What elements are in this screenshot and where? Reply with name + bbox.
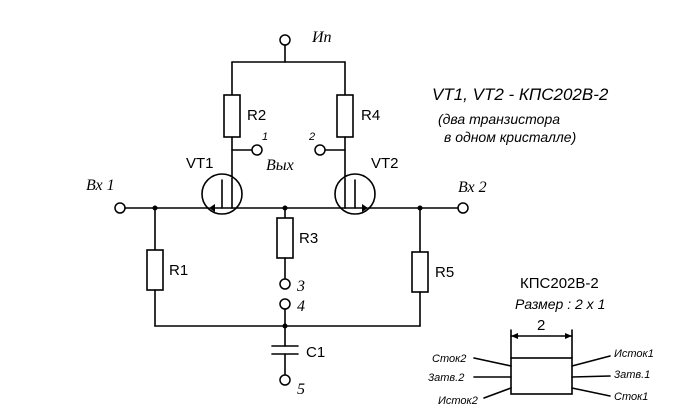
power-terminal xyxy=(279,34,291,46)
node-5-terminal xyxy=(279,374,291,386)
note-line-2: (два транзистора xyxy=(438,111,560,127)
resistor-r5: R5 xyxy=(411,207,454,327)
vt1-label: VT1 xyxy=(186,155,214,172)
r3-label: R3 xyxy=(299,230,318,247)
capacitor-c1: C1 xyxy=(271,325,325,376)
resistor-r4: R4 xyxy=(336,94,380,138)
node-5-label: 5 xyxy=(297,381,305,398)
output-pin-2: 2 xyxy=(308,131,315,143)
note-line-1: VT1, VT2 - КПС202В-2 xyxy=(432,85,609,104)
input-label-2: Вх 2 xyxy=(458,179,487,196)
input-terminal-2 xyxy=(457,202,469,214)
input-terminal-1 xyxy=(114,202,126,214)
c1-label: C1 xyxy=(306,344,325,361)
r2-label: R2 xyxy=(247,107,266,124)
output-label: Вых xyxy=(266,157,294,174)
node-3-label: 3 xyxy=(296,278,305,295)
pin-left-top: Сток2 xyxy=(432,353,466,365)
r4-label: R4 xyxy=(361,107,380,124)
transistor-note: VT1, VT2 - КПС202В-2 (два транзистора в … xyxy=(432,85,609,145)
node-3-terminal xyxy=(279,278,291,290)
package-dim: 2 xyxy=(537,317,545,334)
package-body xyxy=(510,357,573,395)
package-size: Размер : 2 х 1 xyxy=(515,296,605,312)
pin-right-top: Исток1 xyxy=(614,348,654,360)
package-title: КПС202В-2 xyxy=(520,275,599,292)
pin-right-bot: Сток1 xyxy=(614,391,648,403)
pin-left-mid: 3атв.2 xyxy=(428,372,464,384)
transistor-vt2: VT2 xyxy=(334,155,399,215)
vt2-label: VT2 xyxy=(371,155,399,172)
package-drawing: КПС202В-2 Размер : 2 х 1 2 Сток2 3атв.2 … xyxy=(428,275,654,407)
output-pin-1: 1 xyxy=(262,131,268,143)
node-4-label: 4 xyxy=(297,298,305,315)
node-4-terminal xyxy=(279,298,291,310)
r5-label: R5 xyxy=(435,264,454,281)
r1-label: R1 xyxy=(169,262,188,279)
resistor-r1: R1 xyxy=(146,207,188,327)
transistor-vt1: VT1 xyxy=(186,155,243,215)
pin-left-bot: Исток2 xyxy=(438,395,478,407)
note-line-3: в одном кристалле) xyxy=(444,129,576,145)
output-terminal-1 xyxy=(251,144,263,156)
power-rail: Ип xyxy=(231,29,346,96)
input-label-1: Вх 1 xyxy=(86,177,115,194)
output-terminal-2 xyxy=(314,144,326,156)
input-line: Вх 1 Вх 2 xyxy=(86,177,487,214)
resistor-r2: R2 xyxy=(223,94,266,138)
resistor-r3: R3 xyxy=(276,207,318,280)
pin-right-mid: 3атв.1 xyxy=(614,369,650,381)
power-label: Ип xyxy=(311,29,332,46)
